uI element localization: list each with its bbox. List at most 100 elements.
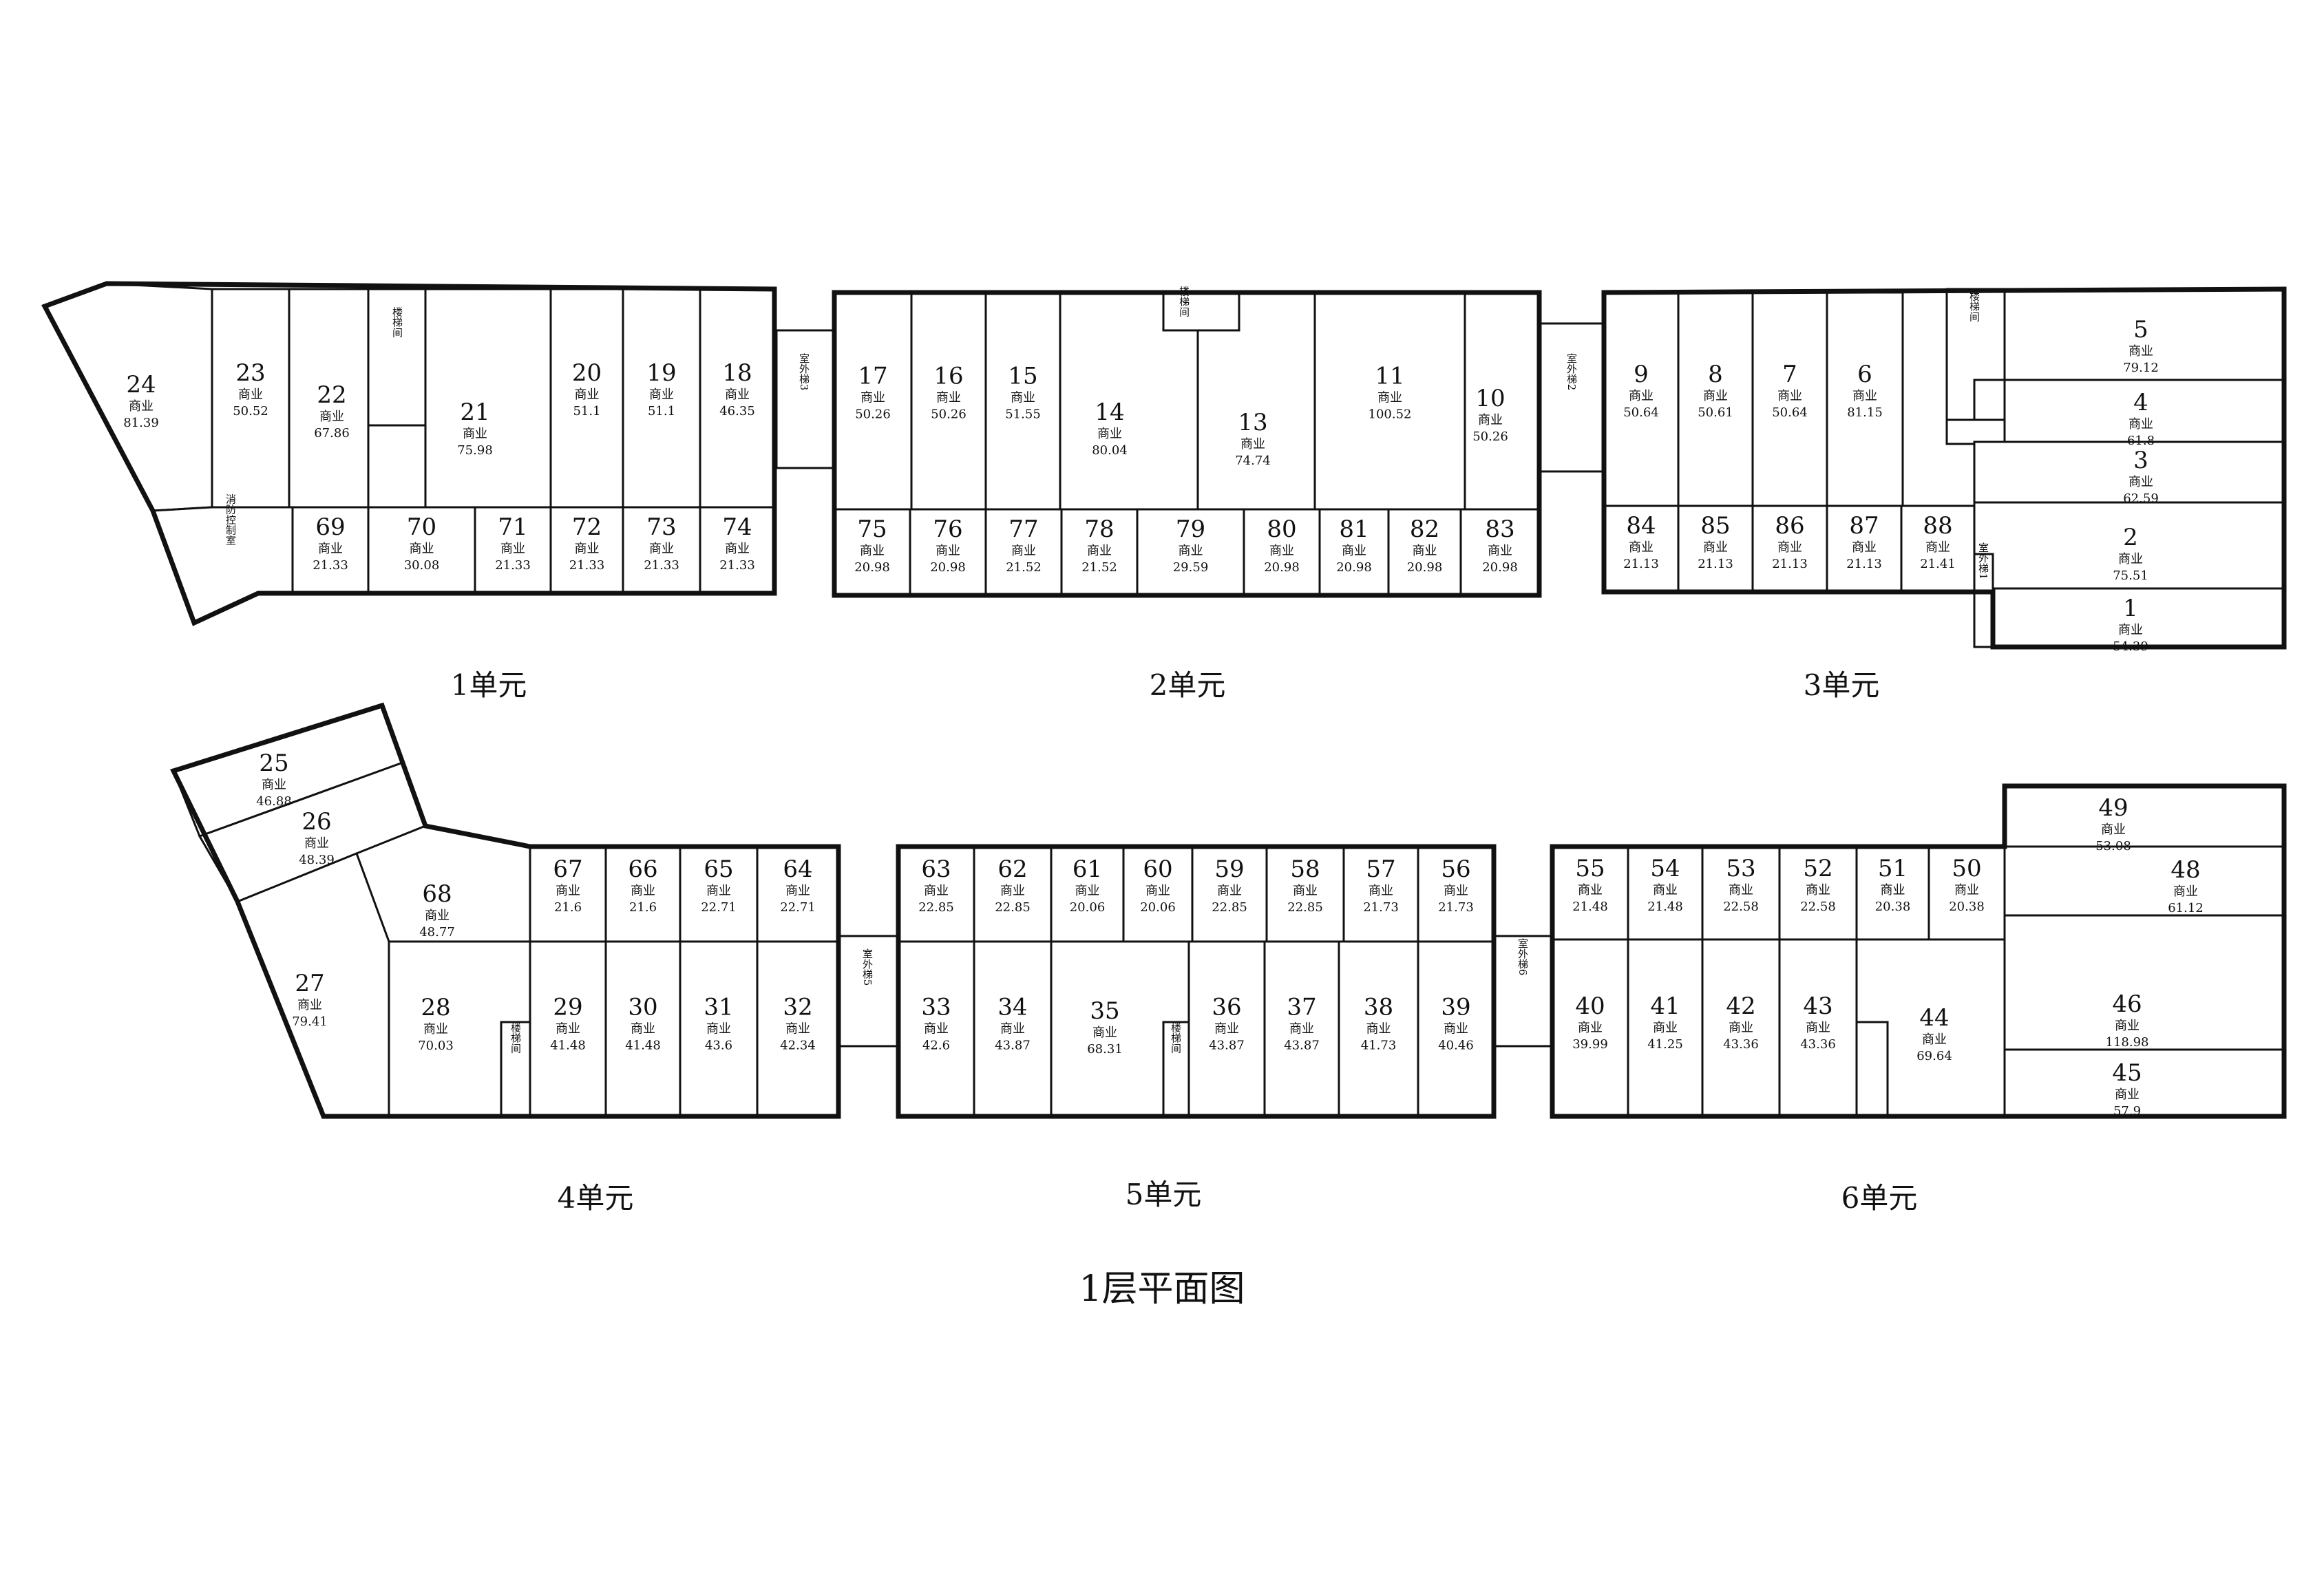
room-area: 22.85 <box>1287 900 1323 915</box>
unit-3-outline <box>1601 286 2287 650</box>
room-area: 42.6 <box>922 1039 950 1053</box>
unit-4-outline <box>170 702 841 1119</box>
room-area: 20.98 <box>1336 560 1372 575</box>
room-use: 商业 <box>1000 1022 1025 1037</box>
room-number: 53 <box>1726 855 1755 882</box>
room-area: 50.61 <box>1698 405 1733 420</box>
room-area: 43.36 <box>1723 1037 1759 1052</box>
service-room-stair5 <box>1162 1021 1190 1118</box>
room-area: 21.33 <box>569 558 605 573</box>
room-number: 64 <box>783 856 812 883</box>
room-area: 46.35 <box>719 404 755 418</box>
room-area: 79.12 <box>2123 361 2159 375</box>
room-area: 29.59 <box>1173 560 1209 575</box>
room-area: 50.64 <box>1772 405 1808 420</box>
room-use: 商业 <box>1954 883 1979 897</box>
room-number: 84 <box>1626 512 1656 540</box>
room-area: 50.26 <box>931 407 966 421</box>
room-use: 商业 <box>2118 623 2143 637</box>
room-area: 22.71 <box>780 900 816 915</box>
plan-title: 1层平面图 <box>1079 1268 1245 1310</box>
room-area: 74.74 <box>1235 454 1271 468</box>
room-use: 商业 <box>423 1022 448 1037</box>
room-use: 商业 <box>1629 540 1654 555</box>
service-room-label-fire: 消防控制室 <box>224 494 237 546</box>
room-area: 21.73 <box>1363 900 1399 915</box>
room-area: 21.13 <box>1772 557 1808 571</box>
room-area: 50.52 <box>233 404 268 418</box>
room-area: 20.06 <box>1070 900 1106 915</box>
room-area: 22.58 <box>1800 900 1836 914</box>
room-area: 41.48 <box>550 1039 586 1053</box>
room-use: 商业 <box>2115 1019 2140 1033</box>
room-use: 商业 <box>1011 544 1036 558</box>
room-use: 商业 <box>575 542 600 556</box>
room-use: 商业 <box>1092 1026 1117 1040</box>
room-number: 26 <box>302 808 331 836</box>
room-use: 商业 <box>1145 884 1170 898</box>
unit-label-u4: 4单元 <box>558 1181 634 1215</box>
room-number: 67 <box>553 856 582 883</box>
room-number: 76 <box>933 516 962 543</box>
room-number: 34 <box>997 994 1027 1021</box>
room-number: 72 <box>572 513 602 541</box>
room-use: 商业 <box>631 884 655 898</box>
room-number: 78 <box>1084 516 1114 543</box>
room-use: 商业 <box>1011 390 1035 405</box>
room-use: 商业 <box>1881 883 1905 897</box>
room-use: 商业 <box>1629 389 1654 403</box>
room-area: 46.88 <box>256 794 292 809</box>
room-use: 商业 <box>1087 544 1112 558</box>
room-number: 51 <box>1878 855 1908 882</box>
room-area: 22.85 <box>1212 900 1247 915</box>
room-number: 29 <box>553 994 582 1021</box>
service-room-stair4 <box>500 1021 531 1118</box>
room-use: 商业 <box>1269 544 1294 558</box>
room-area: 41.48 <box>625 1039 661 1053</box>
room-area: 43.87 <box>1209 1039 1245 1053</box>
unit-label-u6: 6单元 <box>1841 1181 1918 1215</box>
room-use: 商业 <box>318 542 343 556</box>
room-area: 48.77 <box>419 925 455 939</box>
room-area: 70.03 <box>418 1039 454 1053</box>
room-area: 51.1 <box>573 404 600 418</box>
shop-room-55 <box>1551 845 1629 941</box>
room-area: 118.98 <box>2106 1035 2149 1050</box>
room-number: 11 <box>1375 362 1404 390</box>
service-room-label-stair4: 楼梯间 <box>509 1023 522 1054</box>
room-number: 56 <box>1441 856 1470 883</box>
room-use: 商业 <box>129 399 154 414</box>
room-number: 32 <box>783 994 812 1021</box>
room-number: 13 <box>1238 409 1267 436</box>
room-number: 2 <box>2123 524 2138 551</box>
room-use: 商业 <box>785 884 810 898</box>
room-area: 21.52 <box>1081 560 1117 575</box>
room-area: 50.64 <box>1623 405 1659 420</box>
room-area: 43.6 <box>705 1039 732 1053</box>
room-area: 21.13 <box>1846 557 1882 571</box>
service-room-ext6 <box>1492 935 1554 1048</box>
room-number: 33 <box>921 994 951 1021</box>
building-outlines <box>41 281 2287 1119</box>
rooms-layer <box>43 282 2285 1118</box>
room-number: 87 <box>1849 512 1879 540</box>
room-area: 22.71 <box>701 900 737 915</box>
room-use: 商业 <box>1444 884 1468 898</box>
room-number: 4 <box>2133 389 2148 416</box>
